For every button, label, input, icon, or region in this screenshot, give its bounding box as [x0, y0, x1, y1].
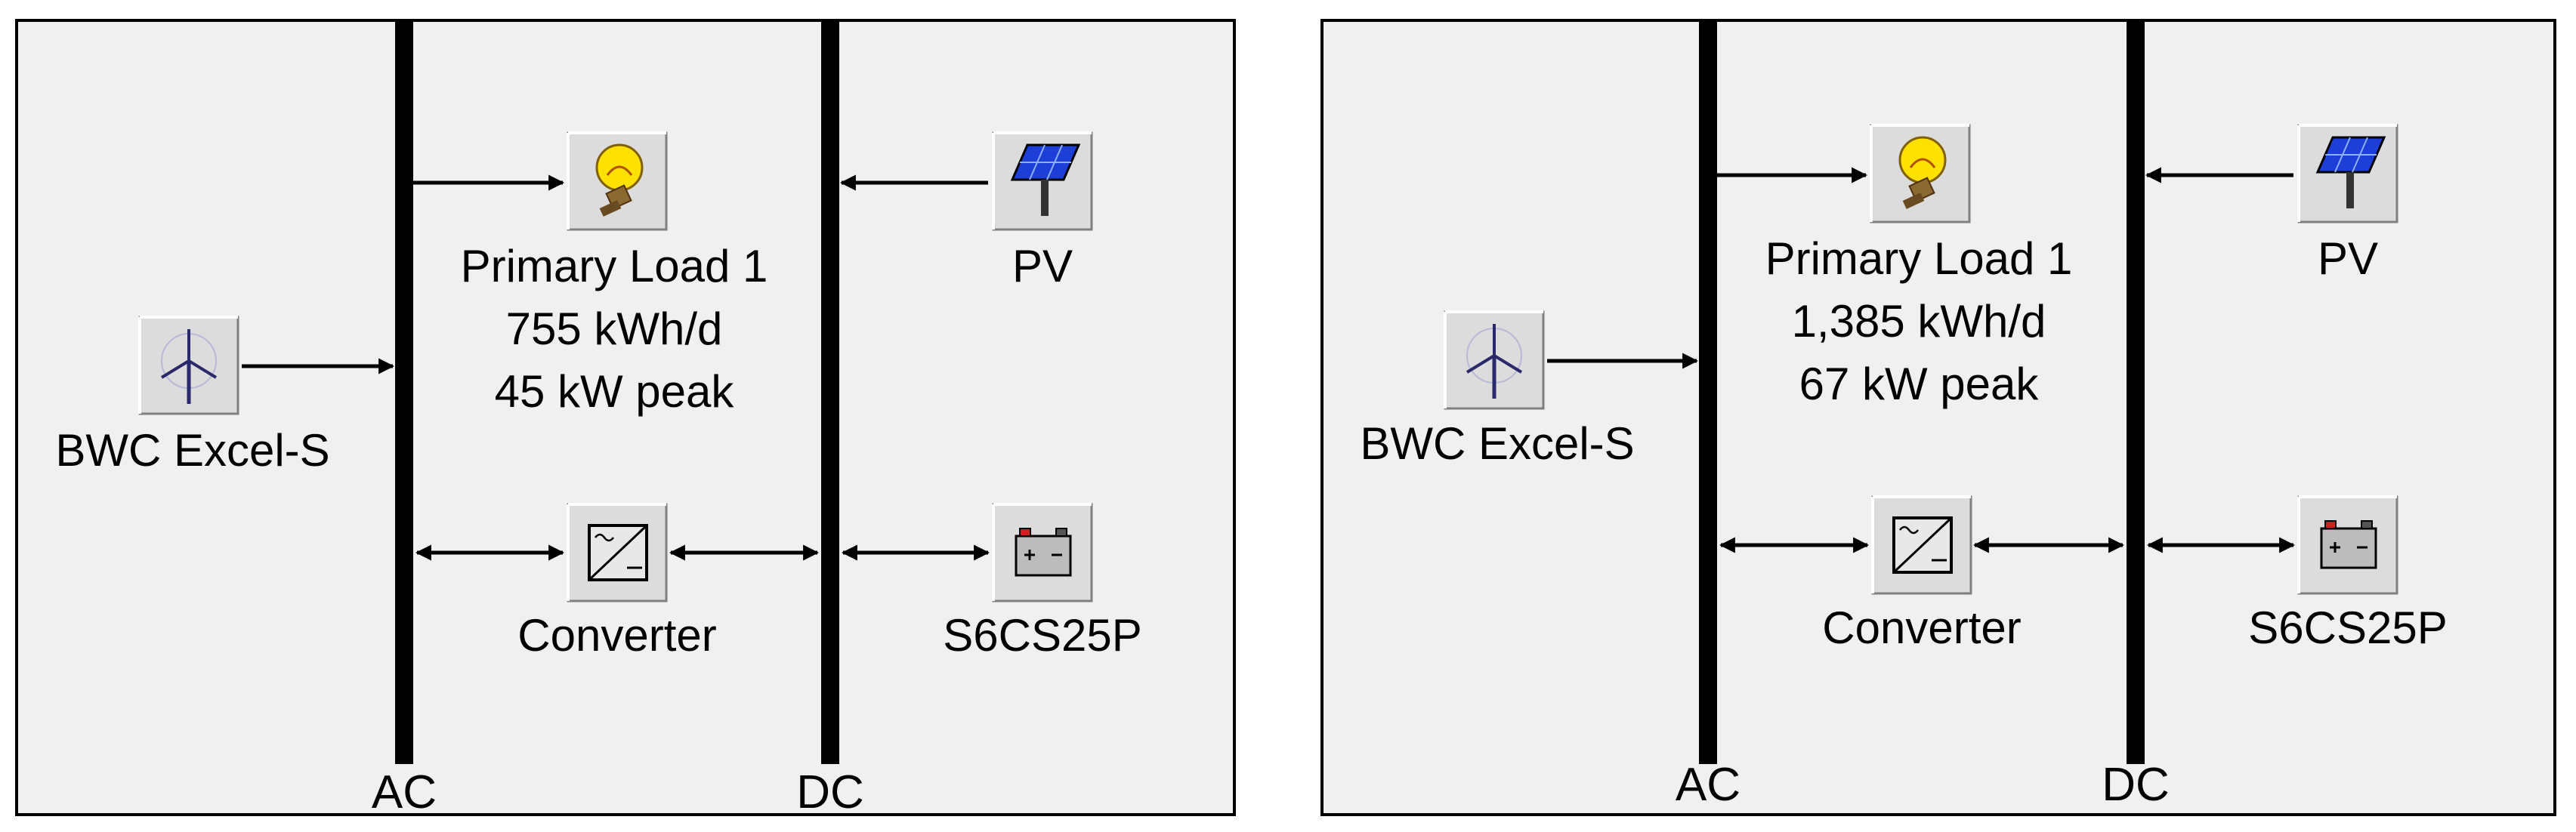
pv-button[interactable]	[992, 131, 1093, 231]
lightbulb-icon	[1898, 136, 1947, 209]
converter-label: Converter	[517, 610, 716, 661]
battery-button[interactable]	[2297, 495, 2398, 595]
schematic-panel-1: Primary Load 1 755 kWh/d 45 kW peak PV	[15, 19, 1236, 818]
primary-load-peak: 45 kW peak	[495, 366, 735, 417]
dc-bus-label: DC	[796, 766, 864, 818]
battery-icon	[1015, 528, 1072, 577]
converter-icon	[1892, 516, 1953, 574]
pv-label: PV	[2318, 233, 2378, 284]
primary-load-energy: 755 kWh/d	[506, 304, 723, 354]
primary-load-peak: 67 kW peak	[1799, 359, 2040, 409]
ac-bus[interactable]	[1699, 20, 1717, 764]
battery-label: S6CS25P	[943, 610, 1142, 661]
wind-turbine-label: BWC Excel-S	[1360, 418, 1634, 469]
dc-bus[interactable]	[821, 20, 839, 764]
ac-bus-label: AC	[372, 766, 437, 818]
battery-label: S6CS25P	[2248, 602, 2448, 653]
converter-button[interactable]	[567, 503, 668, 602]
dc-bus[interactable]	[2127, 20, 2145, 764]
battery-button[interactable]	[992, 503, 1093, 602]
ac-bus[interactable]	[395, 20, 413, 764]
converter-icon	[588, 524, 648, 581]
pv-button[interactable]	[2297, 124, 2398, 223]
solar-panel-icon	[2315, 136, 2386, 208]
converter-label: Converter	[1822, 602, 2021, 653]
battery-icon	[2320, 520, 2377, 569]
wind-turbine-icon	[1466, 324, 1523, 399]
ac-bus-label: AC	[1676, 759, 1740, 811]
wind-turbine-label: BWC Excel-S	[55, 425, 329, 476]
dc-bus-label: DC	[2102, 759, 2170, 811]
schematic-panel-2: Primary Load 1 1,385 kWh/d 67 kW peak PV	[1320, 19, 2556, 816]
primary-load-energy: 1,385 kWh/d	[1792, 296, 2046, 347]
wind-turbine-icon	[160, 329, 218, 404]
primary-load-label: Primary Load 1	[461, 241, 768, 291]
solar-panel-icon	[1010, 143, 1081, 216]
primary-load-label: Primary Load 1	[1765, 233, 2073, 284]
primary-load-button[interactable]	[567, 131, 668, 231]
pv-label: PV	[1012, 241, 1073, 291]
primary-load-button[interactable]	[1870, 124, 1971, 223]
lightbulb-icon	[595, 143, 644, 217]
wind-turbine-button[interactable]	[138, 316, 239, 415]
wind-turbine-button[interactable]	[1444, 310, 1545, 410]
converter-button[interactable]	[1871, 495, 1972, 595]
